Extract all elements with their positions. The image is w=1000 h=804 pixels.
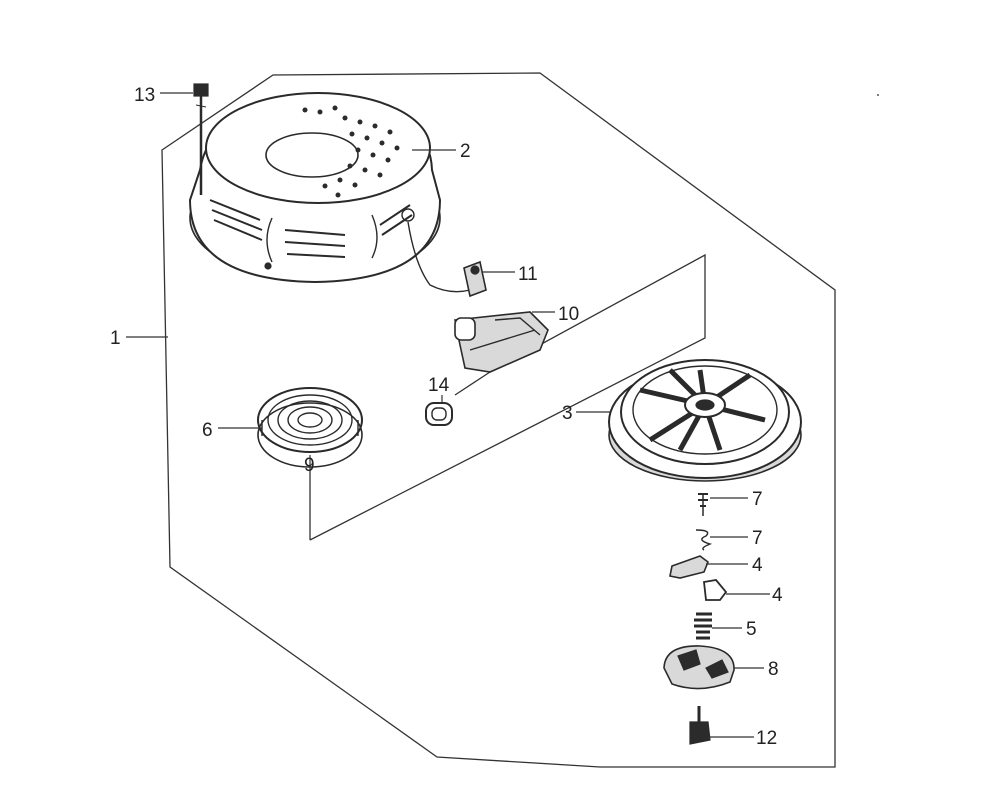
callout-14: 14 bbox=[428, 375, 450, 396]
callout-1: 1 bbox=[110, 328, 121, 349]
callout-7b: 7 bbox=[752, 528, 763, 549]
setting-screw bbox=[689, 706, 711, 745]
friction-spring-a bbox=[698, 493, 708, 516]
callout-5: 5 bbox=[746, 619, 757, 640]
side-slots bbox=[209, 199, 413, 258]
pulley-group-outline-diag bbox=[309, 253, 706, 541]
ratchet-spring bbox=[694, 612, 712, 640]
callout-2: 2 bbox=[460, 141, 471, 162]
starter-grip bbox=[454, 311, 549, 373]
callout-4b: 4 bbox=[772, 585, 783, 606]
speck bbox=[877, 94, 879, 96]
callout-13: 13 bbox=[134, 85, 155, 106]
ratchet-guide bbox=[663, 645, 735, 690]
return-spring bbox=[257, 387, 363, 468]
callout-3: 3 bbox=[562, 403, 573, 424]
callout-7a: 7 bbox=[752, 489, 763, 510]
assembly-outline bbox=[161, 72, 836, 768]
callout-11: 11 bbox=[518, 264, 538, 285]
cable-clamp bbox=[463, 260, 487, 298]
flange-bolt bbox=[193, 83, 209, 195]
callout-6: 6 bbox=[202, 420, 213, 441]
starter-reel bbox=[608, 359, 802, 482]
rope-stopper bbox=[425, 402, 453, 426]
callout-9: 9 bbox=[304, 455, 315, 476]
starter-case bbox=[188, 92, 471, 293]
ratchet-a bbox=[669, 555, 709, 579]
callout-12: 12 bbox=[756, 728, 777, 749]
leader-lines bbox=[126, 92, 770, 738]
callout-4a: 4 bbox=[752, 555, 763, 576]
ratchet-b bbox=[703, 579, 728, 601]
callout-10: 10 bbox=[558, 304, 579, 325]
callout-8: 8 bbox=[768, 659, 779, 680]
friction-spring-b bbox=[695, 529, 713, 551]
vent-holes bbox=[302, 105, 400, 198]
